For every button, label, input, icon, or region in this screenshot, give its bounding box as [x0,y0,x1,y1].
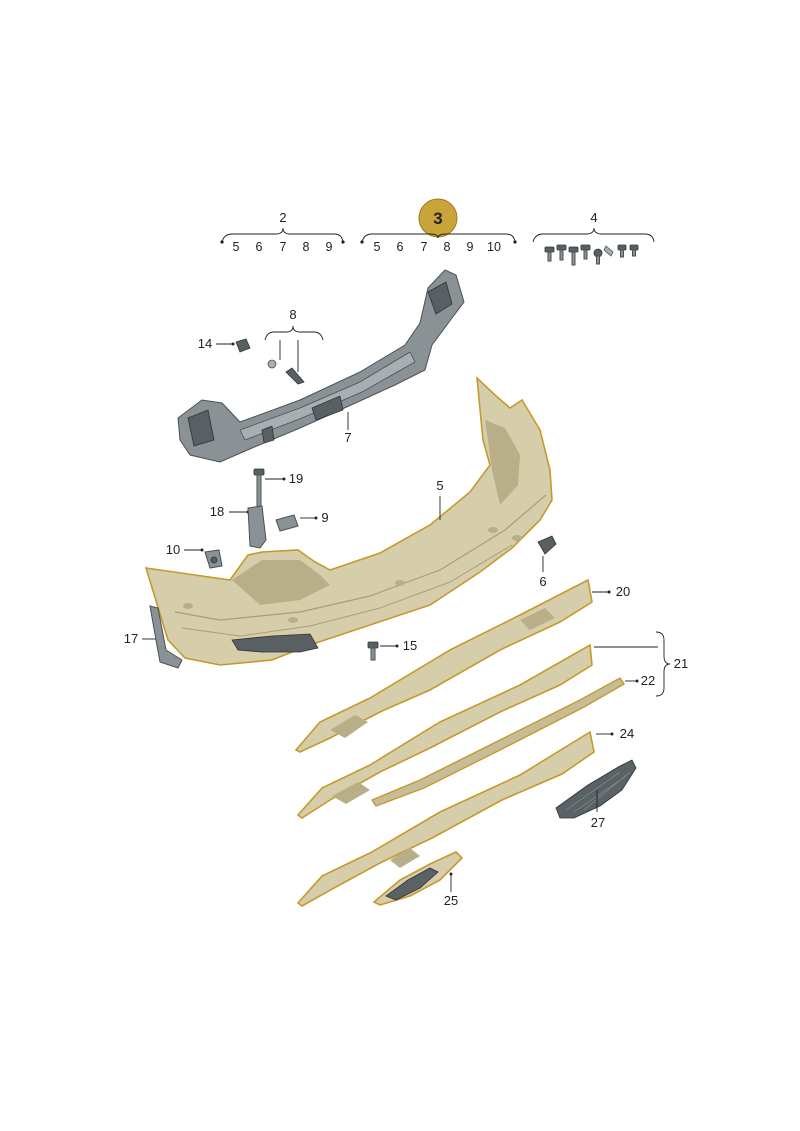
group-4-fasteners: 4 [532,210,655,266]
callout-19-label: 19 [289,471,303,486]
group-2-item: 7 [280,240,287,254]
callout-9-label: 9 [321,510,328,525]
group-4-label: 4 [590,210,597,225]
diffuser-part-20 [294,578,593,753]
callout-18-label: 18 [210,504,224,519]
grille-icon [385,867,439,901]
group-3-item: 10 [487,240,501,254]
callout-17-label: 17 [124,631,138,646]
group-3-item: 5 [374,240,381,254]
group-2-item: 9 [326,240,333,254]
bracket-icon [149,605,183,669]
callout-8: 8 [264,307,324,385]
diffuser-part-21 [296,643,593,819]
group-2-item: 8 [303,240,310,254]
callout-21-22: 21 22 [594,631,688,697]
callout-22-label: 22 [641,673,655,688]
bracket-icon [537,535,557,555]
callout-9: 9 [275,510,329,532]
bumper-carrier-part [177,269,465,463]
callout-5: 5 [436,478,444,520]
callout-14-label: 14 [198,336,212,351]
callout-10-label: 10 [166,542,180,557]
callout-6: 6 [537,535,557,589]
bolt-icon [285,367,305,385]
group-2-item: 5 [233,240,240,254]
bolt-icon [253,468,265,476]
group-2-label: 2 [279,210,286,225]
group-2-item: 6 [256,240,263,254]
callout-20-label: 20 [616,584,630,599]
callout-7: 7 [344,412,352,445]
callout-18: 18 [210,504,267,549]
bracket-icon [247,505,267,549]
callout-24: 24 [596,726,634,741]
callout-21-label: 21 [674,656,688,671]
callout-6-label: 6 [539,574,546,589]
callout-19: 19 [253,468,303,508]
callout-27-label: 27 [591,815,605,830]
clip-icon [275,514,299,532]
fastener-set-icon [544,244,639,266]
reflector-icon [231,633,319,653]
highlight-number: 3 [433,209,442,228]
group-2: 2 5 6 7 8 9 [220,210,345,254]
bolt-shaft [256,474,262,508]
group-3: 3 5 6 7 8 9 10 [360,198,517,254]
screw-icon [367,641,379,649]
callout-20: 20 [592,584,630,599]
callout-5-label: 5 [436,478,443,493]
callout-10: 10 [166,542,223,569]
group-3-item: 7 [421,240,428,254]
diffuser-part-24 [296,730,595,907]
group-3-item: 9 [467,240,474,254]
callout-7-label: 7 [344,430,351,445]
trim-strip-part-22 [370,677,625,807]
grille-part-27: 27 [555,759,637,830]
callout-15-label: 15 [403,638,417,653]
callout-25-label: 25 [444,893,458,908]
callout-24-label: 24 [620,726,634,741]
bumper-cover-part [144,375,553,666]
callout-14: 14 [198,336,251,353]
callout-17: 17 [124,605,183,669]
nut-icon [235,338,251,353]
washer-icon [267,359,277,369]
group-3-item: 6 [397,240,404,254]
grille-part-25: 25 [372,851,464,908]
callout-8-label: 8 [289,307,296,322]
group-3-item: 8 [444,240,451,254]
callout-15: 15 [367,638,417,661]
